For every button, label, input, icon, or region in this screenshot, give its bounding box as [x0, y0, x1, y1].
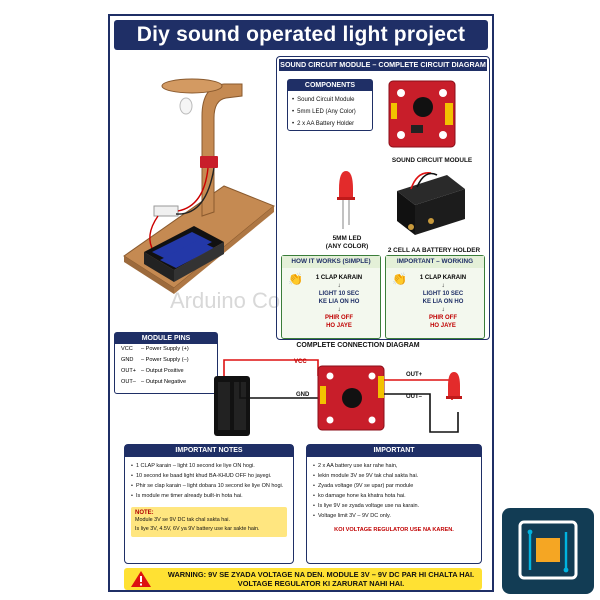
connection-diagram [214, 359, 462, 436]
list-item: Is liye 9V se zyada voltage use na karai… [313, 501, 475, 511]
pin-name: OUT+ [121, 368, 137, 374]
sound-module-drawing [388, 80, 456, 148]
list-item: ko damage hone ka khatra hota hai. [313, 491, 475, 501]
list-item: Phir se clap karain – light dobara 10 se… [131, 481, 287, 491]
important-box: IMPORTANT 2 x AA battery use kar rahe ha… [306, 444, 482, 564]
project-photo [114, 56, 276, 328]
important-list: 2 x AA battery use kar rahe hain, lekin … [307, 457, 481, 525]
work-line1: 1 CLAP KARAIN [419, 275, 467, 281]
battery-caption: 2 CELL AA BATTERY HOLDER [387, 247, 481, 254]
list-item: Sound Circuit Module [292, 94, 368, 106]
pin-row: VCC – Power Supply (+) [115, 344, 217, 355]
components-heading: COMPONENTS [288, 80, 372, 91]
note-line: Module 3V se 9V DC tak chal sakta hai. [135, 517, 230, 523]
warning-bar: WARNING: 9V SE ZYADA VOLTAGE NA DEN. MOD… [124, 568, 482, 590]
down-arrow-icon: ↓ [337, 283, 341, 289]
module-panel: SOUND CIRCUIT MODULE – COMPLETE CIRCUIT … [276, 56, 490, 340]
gnd-label: GND [296, 392, 310, 398]
module-pins-heading: MODULE PINS [115, 333, 217, 344]
out-plus-label: OUT+ [406, 372, 423, 378]
pin-row: OUT– – Output Negative [115, 377, 217, 388]
page-title: Diy sound operated light project [114, 20, 488, 50]
important-working-box: IMPORTANT – WORKING 👏 1 CLAP KARAIN ↓ LI… [385, 255, 485, 339]
pin-desc: – Output Negative [141, 379, 187, 385]
how-line4: PHIR OFF [325, 315, 353, 321]
pin-name: VCC [121, 346, 133, 352]
project-sheet: Diy sound operated light project [108, 14, 494, 592]
battery-holder-drawing [397, 172, 465, 235]
out-minus-label: OUT– [406, 394, 423, 400]
pin-row: GND – Power Supply (–) [115, 355, 217, 366]
important-heading: IMPORTANT [307, 445, 481, 457]
important-notes-box: IMPORTANT NOTES 1 CLAP karain – light 10… [124, 444, 294, 564]
list-item: Voltage limit 3V – 9V DC only. [313, 511, 475, 521]
connection-diagram-title: COMPLETE CONNECTION DIAGRAM [296, 342, 420, 349]
list-item: 10 second ke baad light khud BA-KHUD OFF… [131, 471, 287, 481]
how-line3: KE LIA ON HO [318, 299, 360, 305]
pin-desc: – Output Positive [141, 368, 184, 374]
module-panel-heading: SOUND CIRCUIT MODULE – COMPLETE CIRCUIT … [279, 59, 487, 81]
pin-name: OUT– [121, 379, 136, 385]
list-item: Is module me timer already built-in hota… [131, 491, 287, 501]
components-box: COMPONENTS Sound Circuit Module 5mm LED … [287, 79, 373, 131]
down-arrow-icon: ↓ [441, 283, 445, 289]
down-arrow-icon: ↓ [441, 307, 445, 313]
work-line2: LIGHT 10 SEC [422, 291, 464, 297]
list-item: Zyada voltage (9V se upar) par module [313, 481, 475, 491]
sound-module-caption: SOUND CIRCUIT MODULE [391, 157, 473, 164]
led-caption-line1: 5MM LED [332, 235, 362, 242]
important-notes-heading: IMPORTANT NOTES [125, 445, 293, 457]
note-heading: NOTE: [135, 510, 154, 516]
how-it-works-heading: HOW IT WORKS (SIMPLE) [282, 256, 380, 268]
note-line: Is liye 3V, 4.5V, 6V ya 9V battery use k… [135, 526, 260, 532]
how-line5: HO JAYE [326, 323, 352, 329]
warning-line1: WARNING: 9V SE ZYADA VOLTAGE NA DEN. MOD… [167, 570, 475, 579]
components-list: Sound Circuit Module 5mm LED (Any Color)… [288, 91, 372, 133]
module-pins-box: MODULE PINS VCC – Power Supply (+) GND – P… [114, 332, 218, 394]
brand-logo [502, 508, 594, 594]
led-drawing [337, 171, 355, 229]
vcc-label: VCC [294, 359, 307, 365]
pin-row: OUT+ – Output Positive [115, 366, 217, 377]
how-it-works-box: HOW IT WORKS (SIMPLE) 👏 1 CLAP KARAIN ↓ … [281, 255, 381, 339]
warning-triangle-icon [131, 571, 151, 587]
work-line3: KE LIA ON HO [422, 299, 464, 305]
list-item: 2 x AA Battery Holder [292, 118, 368, 130]
list-item: 5mm LED (Any Color) [292, 106, 368, 118]
chip-logo-icon [518, 520, 578, 580]
no-regulator-line: KOI VOLTAGE REGULATOR USE NA KAREN. [334, 527, 454, 533]
warning-line2: VOLTAGE REGULATOR KI ZARURAT NAHI HAI. [237, 579, 405, 588]
pin-desc: – Power Supply (+) [141, 346, 189, 352]
down-arrow-icon: ↓ [337, 307, 341, 313]
list-item: lekin module 3V se 9V tak chal sakta hai… [313, 471, 475, 481]
important-working-heading: IMPORTANT – WORKING [386, 256, 484, 268]
clap-hands-icon: 👏 [288, 272, 303, 286]
list-item: 1 CLAP karain – light 10 second ke liye … [131, 461, 287, 471]
warning-text: WARNING: 9V SE ZYADA VOLTAGE NA DEN. MOD… [164, 570, 478, 588]
notes-list: 1 CLAP karain – light 10 second ke liye … [125, 457, 293, 505]
how-line2: LIGHT 10 SEC [318, 291, 360, 297]
clap-hands-icon: 👏 [392, 272, 407, 286]
how-line1: 1 CLAP KARAIN [315, 275, 363, 281]
list-item: 2 x AA battery use kar rahe hain, [313, 461, 475, 471]
project-photo-drawing [123, 78, 275, 294]
pin-desc: – Power Supply (–) [141, 357, 189, 363]
work-line4: PHIR OFF [429, 315, 457, 321]
pin-name: GND [121, 357, 134, 363]
note-callout: NOTE: Module 3V se 9V DC tak chal sakta … [131, 507, 287, 537]
led-caption-line2: (ANY COLOR) [325, 243, 369, 250]
work-line5: HO JAYE [430, 323, 456, 329]
